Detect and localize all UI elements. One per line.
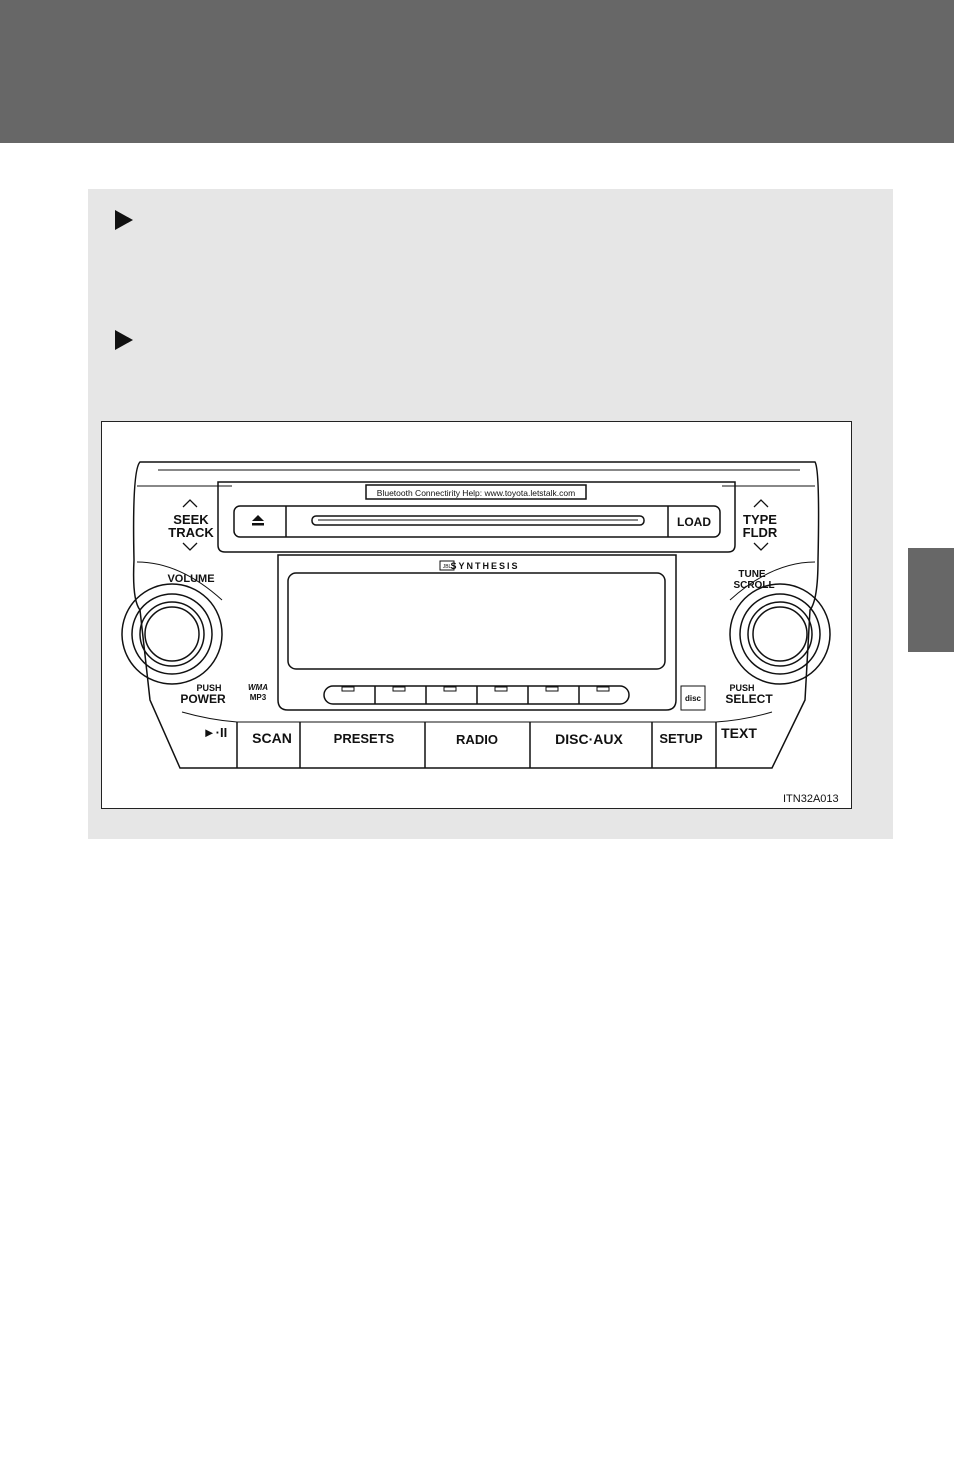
radio-button[interactable]: RADIO	[456, 732, 498, 747]
mp3-logo: MP3	[250, 693, 267, 702]
figure-id: ITN32A013	[783, 793, 839, 805]
disc-aux-button[interactable]: DISC·AUX	[555, 731, 623, 747]
triangle-bullet-icon	[115, 330, 133, 350]
header-band	[0, 0, 954, 143]
load-button[interactable]: LOAD	[677, 515, 711, 529]
select-label: SELECT	[725, 692, 773, 706]
volume-label: VOLUME	[167, 573, 214, 585]
scroll-label: SCROLL	[733, 580, 774, 591]
presets-button[interactable]: PRESETS	[334, 731, 395, 746]
push-power-label: PUSH	[196, 683, 221, 693]
chapter-tab	[908, 548, 954, 652]
track-label[interactable]: TRACK	[168, 525, 214, 540]
banner-text: Bluetooth Connectirity Help: www.toyota.…	[377, 488, 575, 498]
tune-label: TUNE	[738, 569, 766, 580]
scan-button[interactable]: SCAN	[252, 730, 292, 746]
brand-text: SYNTHESIS	[450, 561, 519, 571]
triangle-bullet-icon	[115, 210, 133, 230]
text-button[interactable]: TEXT	[721, 725, 757, 741]
push-select-label: PUSH	[729, 683, 754, 693]
power-label: POWER	[180, 692, 226, 706]
type-label[interactable]: TYPE	[743, 512, 777, 527]
wma-logo: WMA	[248, 683, 268, 692]
fldr-label[interactable]: FLDR	[743, 525, 778, 540]
brand-badge-text: JBL	[443, 564, 452, 570]
eject-icon[interactable]	[252, 515, 264, 526]
play-pause-button[interactable]: ►·II	[203, 725, 227, 740]
jbl-badge	[439, 560, 455, 571]
setup-button[interactable]: SETUP	[659, 731, 703, 746]
disc-logo: disc	[685, 694, 702, 703]
seek-label[interactable]: SEEK	[173, 512, 209, 527]
